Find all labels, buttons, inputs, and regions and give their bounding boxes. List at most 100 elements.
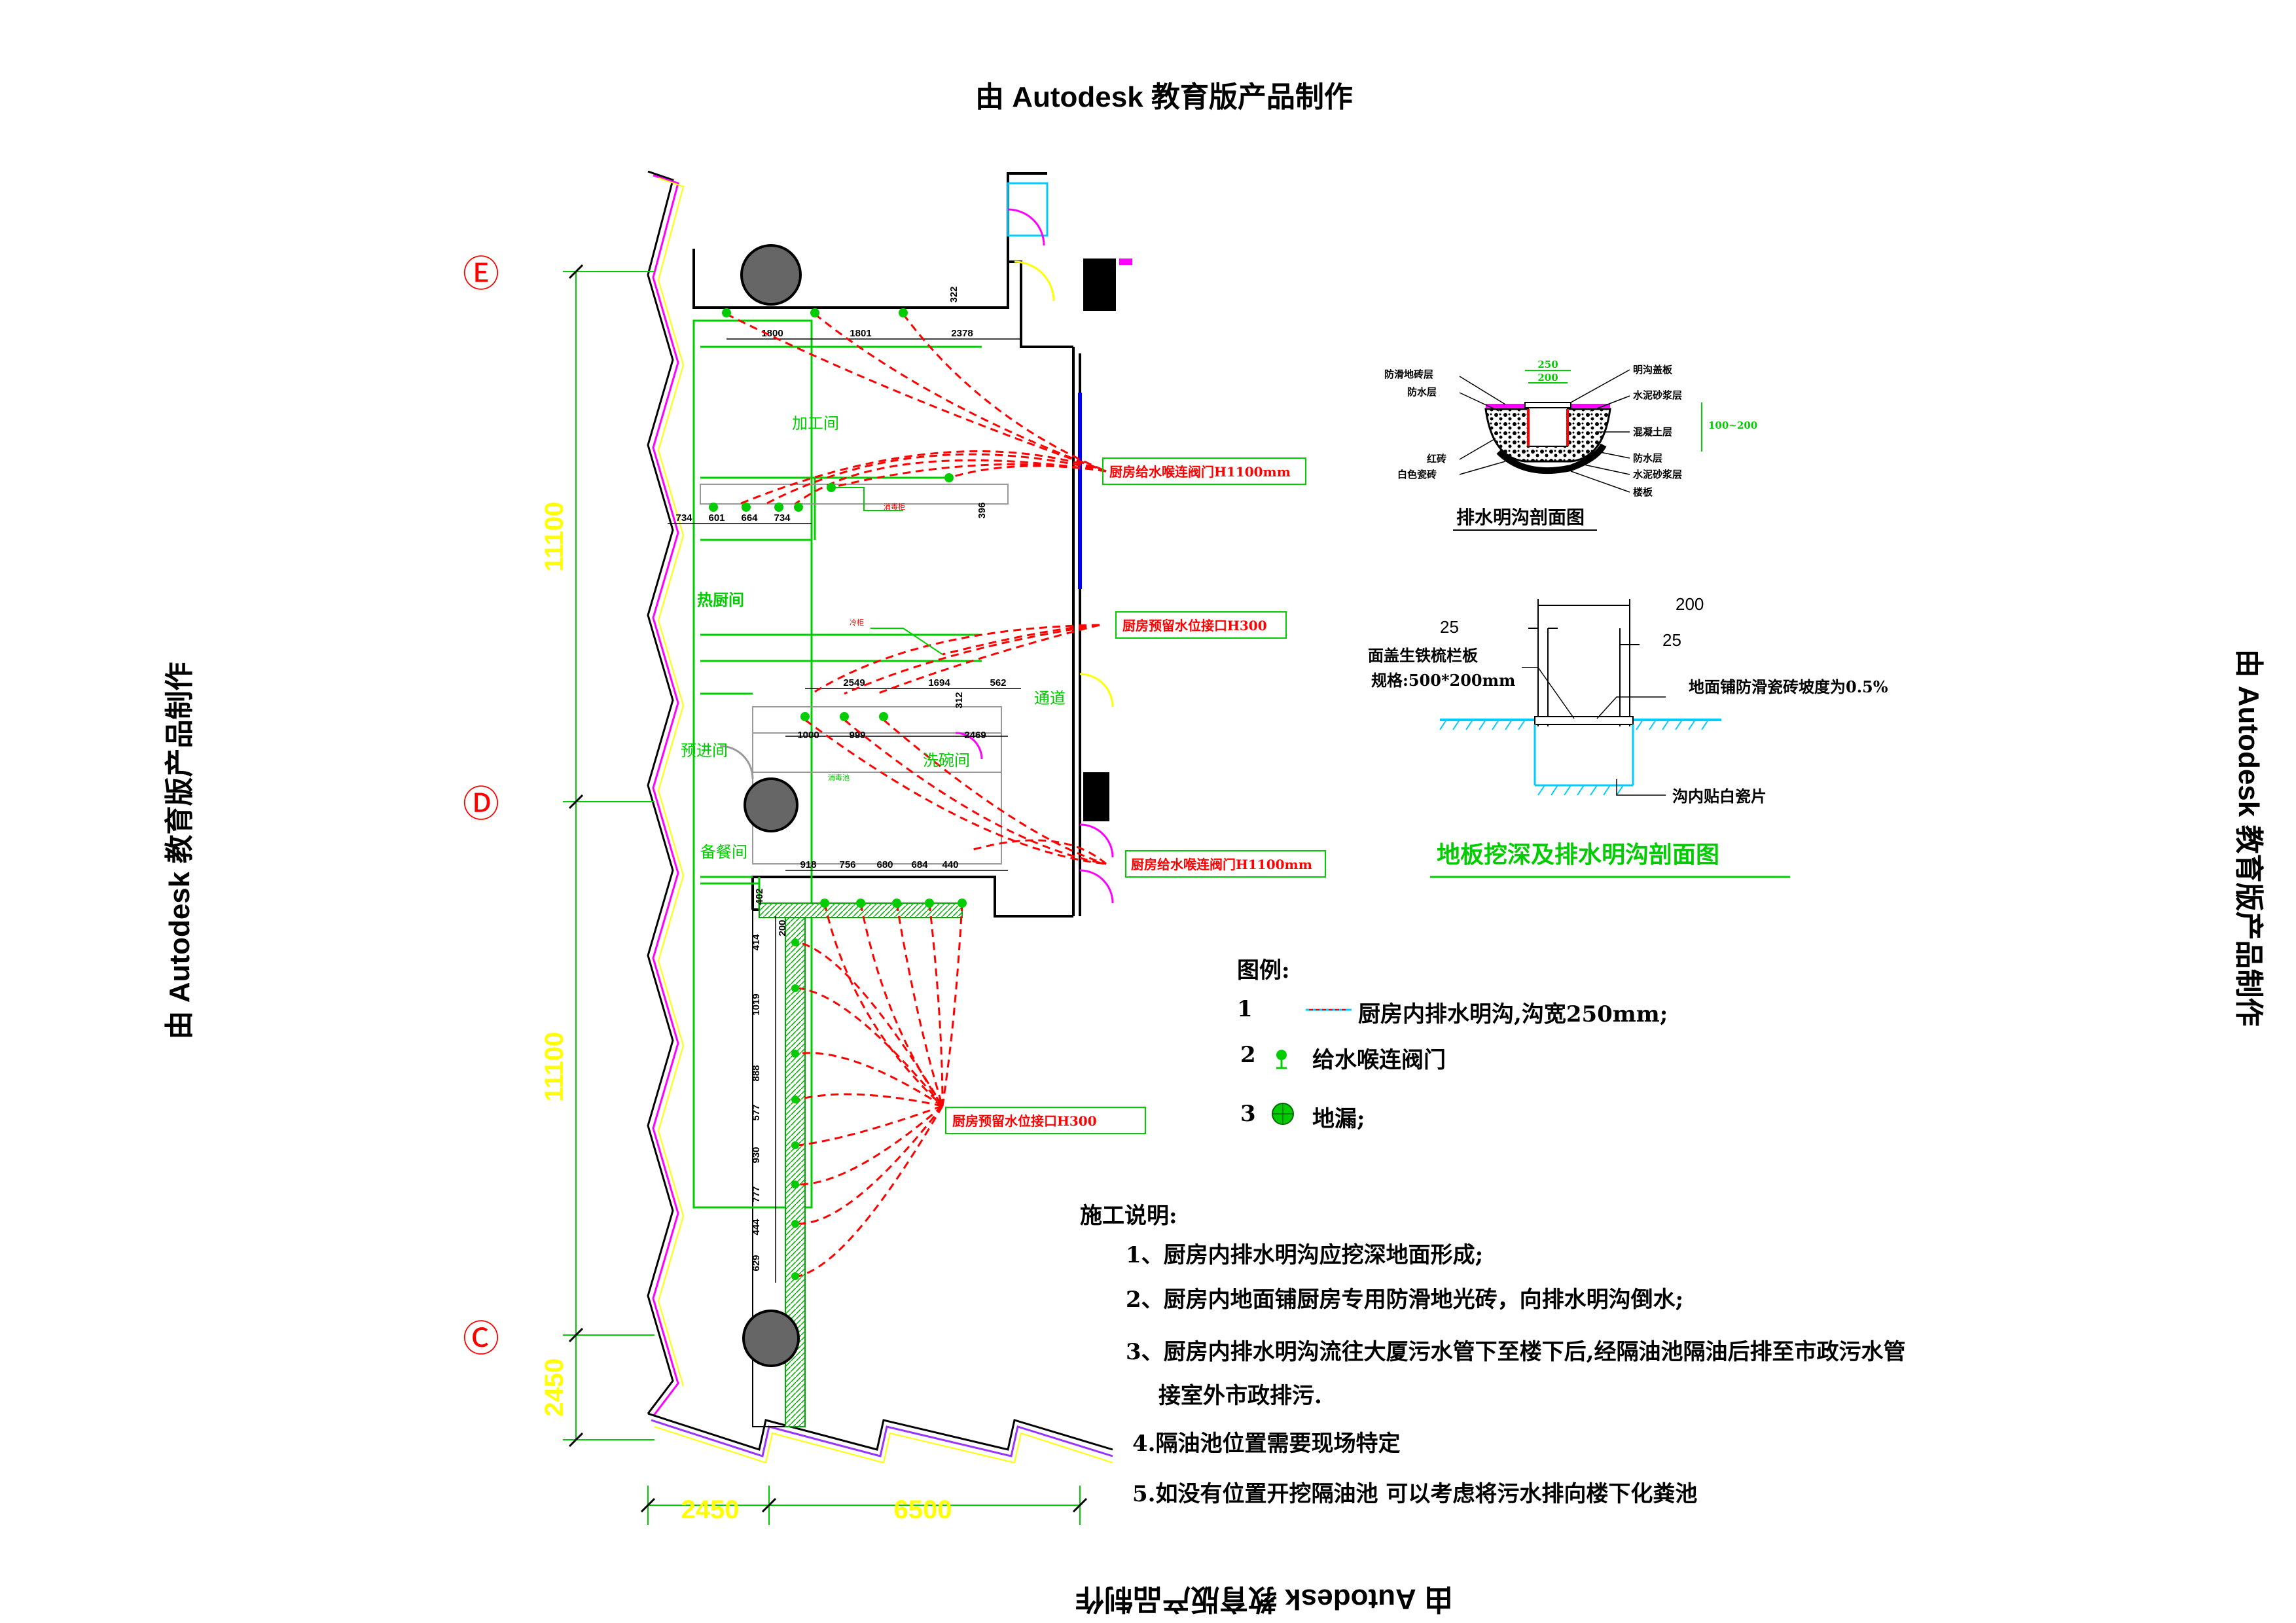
dim-vert-6: 444 bbox=[751, 1219, 762, 1236]
legend-symbols bbox=[1272, 1008, 1352, 1125]
dim-row3-0: 1000 bbox=[797, 730, 819, 741]
legend-title: 图例: bbox=[1237, 957, 1290, 984]
dim-h2: 6500 bbox=[894, 1495, 952, 1524]
sec1-dim-top: 250 bbox=[1537, 359, 1558, 370]
dim-vert-5: 777 bbox=[751, 1186, 762, 1202]
dim-vert-1: 1019 bbox=[751, 993, 762, 1015]
dim-vert-2: 888 bbox=[751, 1065, 762, 1081]
dim-402: 402 bbox=[754, 888, 765, 904]
valve-dots bbox=[709, 308, 967, 1280]
sec1-dim-side: 100~200 bbox=[1708, 419, 1757, 431]
sec2-dim-200: 200 bbox=[1676, 594, 1704, 614]
leader-lines bbox=[831, 487, 943, 655]
sec1-left-2: 红砖 bbox=[1427, 453, 1446, 465]
dim-396: 396 bbox=[977, 502, 988, 518]
dim-v3: 2450 bbox=[540, 1359, 569, 1417]
sec2-trench-note: 沟内贴白瓷片 bbox=[1672, 787, 1767, 806]
dim-mid-2: 664 bbox=[741, 512, 758, 524]
sec2-grate-2: 规格:500*200mm bbox=[1371, 671, 1515, 690]
dim-vert-7: 629 bbox=[751, 1255, 762, 1271]
sec1-dim-inner: 200 bbox=[1537, 372, 1558, 383]
dim-mid-1: 601 bbox=[708, 512, 725, 524]
dim-v1: 11100 bbox=[540, 502, 569, 572]
axis-d: Ⓓ bbox=[463, 783, 499, 826]
notes-item-2: 2、厨房内地面铺厨房专用防滑地光砖，向排水明沟倒水; bbox=[1126, 1287, 1684, 1313]
dim-row4-3: 684 bbox=[911, 859, 928, 870]
supply-pipes bbox=[726, 313, 1107, 1277]
section-drain: 250 200 100~200 防滑地砖层 防水层 红砖 白色瓷砖 明沟盖板 水… bbox=[1384, 359, 1757, 531]
notes-item-5: 5.如没有位置开挖隔油池 可以考虑将污水排向楼下化粪池 bbox=[1132, 1481, 1698, 1507]
sec2-grate-1: 面盖生铁梳栏板 bbox=[1368, 646, 1479, 665]
dim-322: 322 bbox=[948, 286, 960, 302]
small-label-1: 消毒柜 bbox=[884, 502, 905, 511]
room-passage: 通道 bbox=[1034, 689, 1066, 707]
axis-e: Ⓔ bbox=[463, 253, 499, 296]
dim-mid-0: 734 bbox=[675, 512, 692, 524]
legend-num-3: 3 bbox=[1240, 1101, 1256, 1127]
section-floor: 200 25 25 面盖生铁梳栏板 规格:500*200mm 地面铺防滑瓷砖坡度… bbox=[1368, 594, 1888, 878]
dim-vert-3: 577 bbox=[751, 1104, 762, 1120]
legend-text-1: 厨房内排水明沟,沟宽250mm; bbox=[1358, 1001, 1668, 1027]
small-label-3: 消毒池 bbox=[828, 773, 850, 782]
dim-vert-0: 414 bbox=[751, 934, 762, 951]
room-serving: 备餐间 bbox=[700, 843, 747, 861]
dim-row2-2: 562 bbox=[990, 677, 1006, 688]
dim-row4-2: 680 bbox=[876, 859, 893, 870]
facade-zigzag bbox=[647, 170, 1113, 1464]
dim-row2-0: 2549 bbox=[843, 677, 865, 688]
equipment-blocks bbox=[1083, 259, 1132, 821]
legend-text-3: 地漏; bbox=[1312, 1106, 1365, 1132]
dim-row3-2: 2469 bbox=[964, 730, 986, 741]
dim-200: 200 bbox=[777, 919, 788, 936]
watermark-top: 由 Autodesk 教育版产品制作 bbox=[975, 81, 1353, 113]
callout-reserve-1: 厨房预留水位接口H300 bbox=[1122, 618, 1267, 633]
callout-reserve-2: 厨房预留水位接口H300 bbox=[952, 1113, 1097, 1129]
sec2-floor-note: 地面铺防滑瓷砖坡度为0.5% bbox=[1689, 677, 1888, 696]
dim-312: 312 bbox=[954, 692, 965, 708]
room-hot-kitchen: 热厨间 bbox=[697, 591, 744, 609]
sec1-right-0: 明沟盖板 bbox=[1633, 364, 1673, 376]
dimension-lines bbox=[563, 271, 1081, 1525]
dim-row4-1: 756 bbox=[839, 859, 855, 870]
sec1-left-3: 白色瓷砖 bbox=[1397, 469, 1437, 480]
sec1-title: 排水明沟剖面图 bbox=[1456, 507, 1585, 528]
sec1-right-3: 防水层 bbox=[1633, 452, 1662, 464]
columns bbox=[740, 244, 802, 1367]
small-label-2: 冷柜 bbox=[850, 618, 864, 627]
legend-text-2: 给水喉连阀门 bbox=[1312, 1047, 1446, 1073]
sec1-right-5: 楼板 bbox=[1633, 486, 1653, 498]
dim-row2-1: 1694 bbox=[928, 677, 950, 688]
sec1-right-2: 混凝土层 bbox=[1633, 426, 1672, 438]
callout-valve-1: 厨房给水喉连阀门H1100mm bbox=[1109, 464, 1291, 480]
notes-item-3: 3、厨房内排水明沟流往大厦污水管下至楼下后,经隔油池隔油后排至市政污水管 bbox=[1126, 1339, 1906, 1365]
callout-valve-2: 厨房给水喉连阀门H1100mm bbox=[1131, 857, 1312, 872]
dim-top-1: 1801 bbox=[850, 328, 871, 339]
sec2-dim-25a: 25 bbox=[1440, 617, 1459, 637]
dim-row4-4: 440 bbox=[942, 859, 958, 870]
dim-h1: 2450 bbox=[681, 1495, 740, 1524]
notes-item-3b: 接室外市政排污. bbox=[1158, 1383, 1322, 1409]
sec2-title: 地板挖深及排水明沟剖面图 bbox=[1437, 841, 1719, 868]
dim-top-2: 2378 bbox=[951, 328, 973, 339]
doors bbox=[719, 182, 1114, 904]
legend-num-1: 1 bbox=[1237, 996, 1253, 1022]
sec1-right-4: 水泥砂浆层 bbox=[1633, 469, 1682, 480]
dim-mid-3: 734 bbox=[774, 512, 791, 524]
dim-row3-1: 999 bbox=[849, 730, 865, 741]
notes-title: 施工说明: bbox=[1080, 1203, 1177, 1229]
notes-item-1: 1、厨房内排水明沟应挖深地面形成; bbox=[1126, 1242, 1484, 1268]
dim-row4-0: 918 bbox=[800, 859, 816, 870]
sec1-left-1: 防水层 bbox=[1407, 386, 1437, 398]
sec1-left-0: 防滑地砖层 bbox=[1384, 368, 1433, 380]
room-processing: 加工间 bbox=[792, 414, 839, 433]
notes-item-4: 4.隔油池位置需要现场特定 bbox=[1132, 1431, 1401, 1457]
dim-v2: 11100 bbox=[540, 1032, 569, 1102]
dim-top-0: 1800 bbox=[761, 328, 783, 339]
room-washing: 洗碗间 bbox=[923, 751, 970, 770]
axis-c: Ⓒ bbox=[463, 1318, 499, 1361]
dim-vert-4: 930 bbox=[751, 1147, 762, 1163]
room-prep: 预进间 bbox=[681, 741, 728, 760]
dimension-ticks bbox=[568, 264, 1088, 1513]
partition-walls bbox=[692, 319, 982, 1209]
